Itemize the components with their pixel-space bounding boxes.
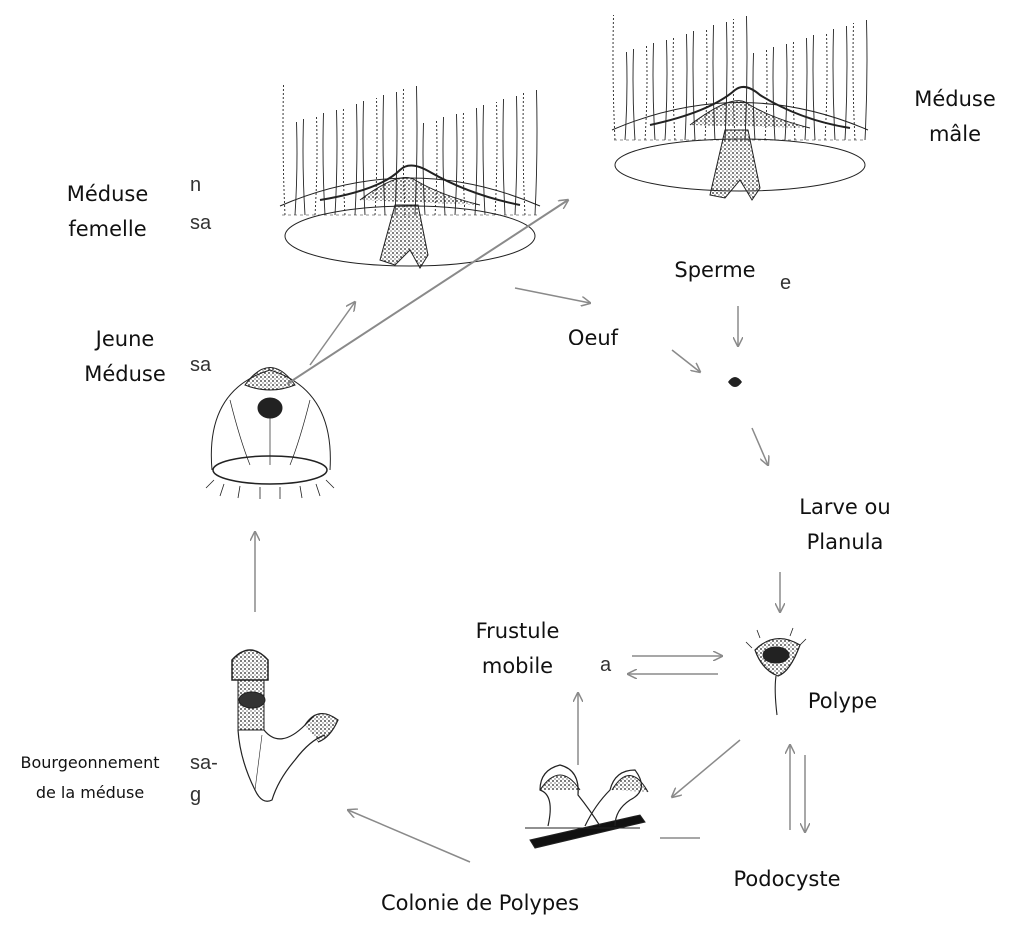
label-bourgeonnement: Bourgeonnement de la méduse <box>0 748 180 808</box>
label-meduse-male: Méduse mâle <box>905 82 1005 152</box>
fragment-jeune-sa: sa <box>190 352 211 378</box>
label-jeune-meduse-line1: Jeune <box>70 322 180 357</box>
label-jeune-meduse: Jeune Méduse <box>70 322 180 392</box>
female-medusa-illustration <box>280 85 540 268</box>
fragment-femelle-sa: sa <box>190 210 211 236</box>
label-frustule-line2: mobile <box>455 649 580 684</box>
male-medusa-illustration <box>612 15 868 200</box>
label-sperme: Sperme <box>655 253 775 288</box>
label-bourgeonnement-line2: de la méduse <box>0 778 180 808</box>
polyp-colony-illustration <box>525 765 700 848</box>
label-larve-line2: Planula <box>780 525 910 560</box>
egg-illustration <box>728 377 742 387</box>
fragment-femelle-n: n <box>190 172 201 198</box>
fragment-frustule-a: a <box>600 652 611 678</box>
label-jeune-meduse-line2: Méduse <box>70 357 180 392</box>
label-oeuf: Oeuf <box>548 321 638 345</box>
label-larve: Larve ou Planula <box>780 490 910 560</box>
fragment-bourgeon-sa: sa- <box>190 750 218 776</box>
label-meduse-femelle: Méduse femelle <box>55 177 160 247</box>
label-meduse-male-line2: mâle <box>905 117 1005 152</box>
label-colonie: Colonie de Polypes <box>330 886 630 921</box>
label-larve-line1: Larve ou <box>780 490 910 525</box>
label-meduse-male-line1: Méduse <box>905 82 1005 117</box>
label-polype: Polype <box>795 684 890 719</box>
label-meduse-femelle-line2: femelle <box>55 212 160 247</box>
budding-polyp-illustration <box>232 650 338 801</box>
cycle-arrows <box>255 200 805 862</box>
label-bourgeonnement-line1: Bourgeonnement <box>0 748 180 778</box>
fragment-bourgeon-g: g <box>190 782 201 808</box>
label-frustule: Frustule mobile <box>455 614 580 684</box>
label-frustule-line1: Frustule <box>455 614 580 649</box>
label-meduse-femelle-line1: Méduse <box>55 177 160 212</box>
label-podocyste: Podocyste <box>712 862 862 897</box>
young-medusa-illustration <box>206 368 334 500</box>
fragment-sperme-e: e <box>780 270 791 296</box>
